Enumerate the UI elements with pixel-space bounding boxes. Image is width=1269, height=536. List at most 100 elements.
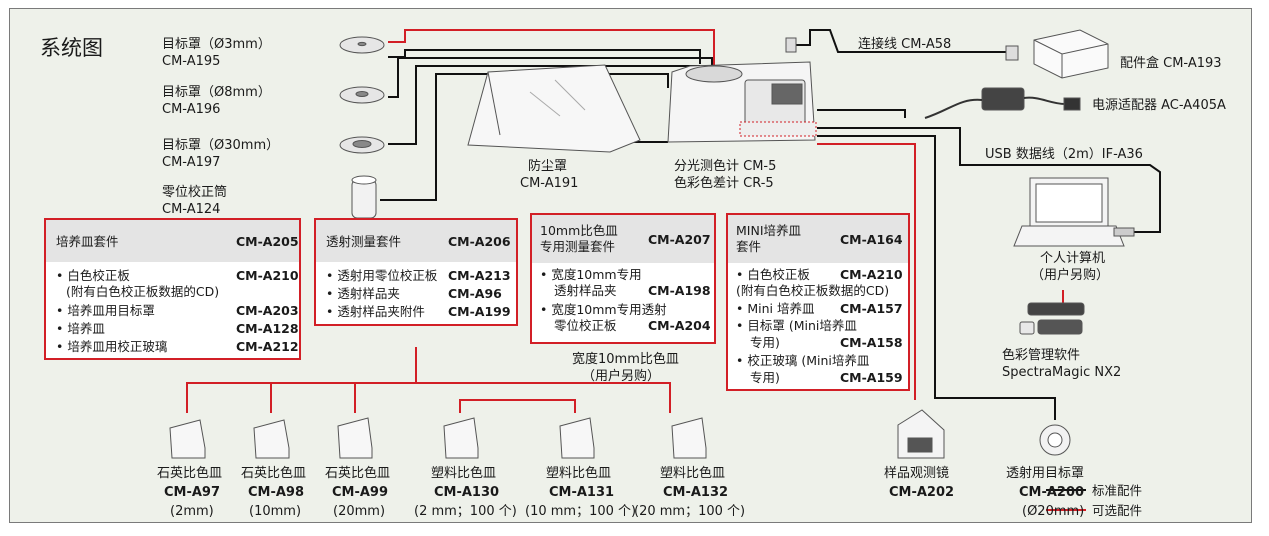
viewer-code: CM-A202 (889, 485, 955, 500)
kit-transmission: 透射测量套件 CM-A206 • 透射用零位校正板 CM-A213 • 透射样品… (314, 218, 518, 326)
target-disc-icons (339, 36, 385, 154)
zero-cal-code: CM-A124 (162, 202, 221, 217)
cuvette-icons (169, 417, 707, 459)
kit-petri-item: • 培养皿用校正玻璃 (56, 339, 168, 354)
software-line1: 色彩管理软件 (1002, 348, 1081, 363)
kit-cell10-item: • 宽度10mm专用 (540, 267, 642, 282)
kit-transmission-item: • 透射用零位校正板 (326, 268, 438, 283)
kit-petri: 培养皿套件 CM-A205 • 白色校正板 CM-A210 (附有白色校正板数据… (44, 218, 301, 360)
kit-transmission-item: • 透射样品夹 (326, 286, 400, 301)
cell-code: CM-A98 (248, 485, 305, 500)
cable-label: 连接线 CM-A58 (858, 37, 952, 52)
kit-petri-item: (附有白色校正板数据的CD) (66, 284, 220, 299)
target-8mm-name: 目标罩（Ø8mm） (162, 85, 271, 100)
cell-name: 石英比色皿 (157, 466, 223, 481)
instrument-line1: 分光测色计 CM-5 (674, 159, 777, 174)
cell-name: 石英比色皿 (325, 466, 391, 481)
cell10-note2: （用户另购） (582, 369, 661, 384)
legend-optional-label: 可选配件 (1092, 503, 1143, 518)
accessory-case-icon (1033, 29, 1109, 79)
kit-transmission-item-code: CM-A213 (448, 268, 511, 283)
zero-cal-name: 零位校正筒 (162, 185, 228, 200)
legend-standard-label: 标准配件 (1092, 483, 1143, 498)
kit-mini-item-code: CM-A210 (840, 267, 903, 282)
diagram-title: 系统图 (40, 36, 103, 60)
line-cells (186, 382, 671, 413)
instrument-line2: 色彩色差计 CR-5 (674, 176, 774, 191)
adapter-label: 电源适配器 AC-A405A (1092, 98, 1226, 113)
cell-name: 塑料比色皿 (546, 466, 612, 481)
kit-mini-item: (附有白色校正板数据的CD) (736, 283, 890, 298)
kit-mini-item: • 校正玻璃 (Mini培养皿 (736, 353, 870, 368)
instrument-icon (667, 61, 817, 143)
kit-cell10-code: CM-A207 (648, 232, 711, 247)
adapter-icon (924, 87, 1081, 119)
pc-line1: 个人计算机 (1040, 251, 1106, 266)
kit-transmission-item-code: CM-A199 (448, 304, 511, 319)
kit-mini-item: 专用) (750, 370, 780, 385)
software-icon (1019, 302, 1085, 335)
laptop-icon (1013, 177, 1135, 247)
cell-code: CM-A130 (434, 485, 500, 500)
cell-name: 塑料比色皿 (431, 466, 497, 481)
line-target-a197b (388, 65, 700, 145)
cell-size: (2mm) (170, 504, 214, 519)
line-optional-target (388, 29, 715, 68)
line-cable (790, 29, 1010, 53)
kit-mini-item-code: CM-A157 (840, 301, 903, 316)
kit-petri-item: • 培养皿 (56, 321, 105, 336)
kit-cell10-header (532, 215, 714, 263)
kit-transmission-item-code: CM-A96 (448, 286, 502, 301)
kit-petri-item-code: CM-A212 (236, 339, 299, 354)
kit-mini-item-code: CM-A158 (840, 335, 903, 350)
kit-petri-item: • 白色校正板 (56, 268, 130, 283)
kit-mini-title1: MINI培养皿 (736, 223, 802, 238)
cell10-note1: 宽度10mm比色皿 (572, 352, 679, 367)
cell-code: CM-A99 (332, 485, 389, 500)
target-3mm-name: 目标罩（Ø3mm） (162, 37, 271, 52)
kit-mini-item: • Mini 培养皿 (736, 301, 815, 316)
kit-mini-item: • 白色校正板 (736, 267, 810, 282)
kit-cell10-title1: 10mm比色皿 (540, 223, 618, 238)
cell-size: (20 mm；100 个) (634, 504, 746, 519)
kit-mini: MINI培养皿 套件 CM-A164 • 白色校正板 CM-A210 (附有白色… (726, 213, 910, 391)
pc-line2: （用户另购） (1031, 268, 1110, 283)
software-line2: SpectraMagic NX2 (1002, 365, 1122, 380)
target-30mm-name: 目标罩（Ø30mm） (162, 138, 280, 153)
kit-cell10-item: 零位校正板 (554, 318, 617, 333)
kit-mini-item: 专用) (750, 335, 780, 350)
cell-name: 塑料比色皿 (660, 466, 726, 481)
trans-target-name: 透射用目标罩 (1006, 466, 1085, 481)
viewer-icon (897, 409, 945, 459)
line-usb (817, 127, 1161, 233)
kit-cell10-title2: 专用测量套件 (540, 239, 616, 254)
target-8mm-code: CM-A196 (162, 102, 221, 117)
target-3mm-code: CM-A195 (162, 54, 221, 69)
kit-mini-item-code: CM-A159 (840, 370, 903, 385)
trans-target-size: (Ø20mm) (1022, 504, 1085, 519)
line-zero-cal (380, 73, 669, 201)
kit-petri-code: CM-A205 (236, 234, 299, 249)
dust-cover-icon (467, 64, 641, 153)
zero-cal-tube-icon (351, 175, 377, 219)
cell-code: CM-A131 (549, 485, 615, 500)
kit-petri-title: 培养皿套件 (56, 234, 119, 249)
cell-code: CM-A132 (663, 485, 729, 500)
trans-target-code: CM-A200 (1019, 485, 1085, 500)
cell-code: CM-A97 (164, 485, 221, 500)
kit-cell10-item: 透射样品夹 (554, 283, 617, 298)
kit-petri-item-code: CM-A128 (236, 321, 299, 336)
kit-petri-header (46, 220, 299, 262)
kit-mini-title2: 套件 (736, 239, 762, 254)
usb-label: USB 数据线（2m）IF-A36 (985, 147, 1143, 162)
cable-connector-icon (785, 37, 1019, 61)
kit-mini-code: CM-A164 (840, 232, 903, 247)
cell-size: (10mm) (249, 504, 302, 519)
viewer-name: 样品观测镜 (884, 466, 950, 481)
kit-petri-item-code: CM-A210 (236, 268, 299, 283)
cell-size: (20mm) (333, 504, 386, 519)
dust-cover-code: CM-A191 (520, 176, 579, 191)
accessory-case-label: 配件盒 CM-A193 (1120, 56, 1222, 71)
kit-petri-item: • 培养皿用目标罩 (56, 303, 155, 318)
